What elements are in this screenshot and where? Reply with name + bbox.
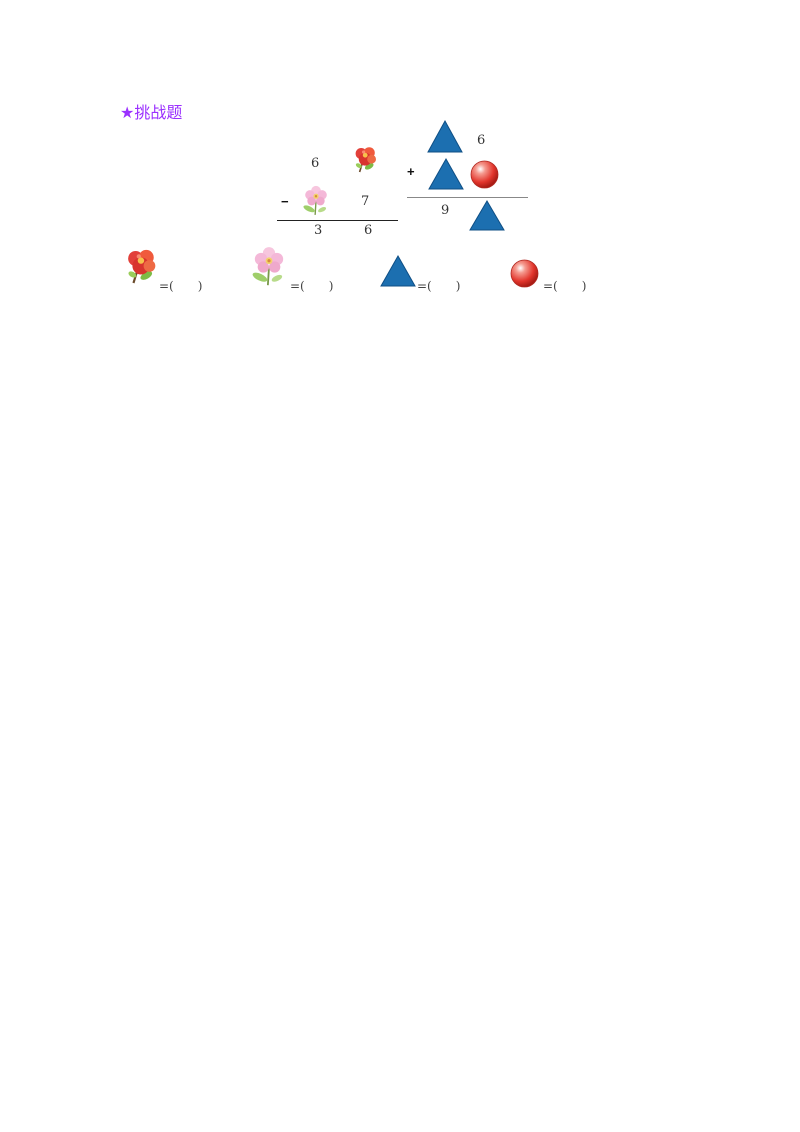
triangle-icon [380,254,416,287]
pink-flower-answer-blank[interactable]: =( ) [290,279,334,293]
sub-result-ones-digit: 6 [364,223,373,238]
triangle-icon [427,119,463,153]
sub-bottom-ones-digit: 7 [361,194,370,209]
challenge-heading: ★挑战题 [120,103,183,122]
add-result-tens-digit: 9 [441,203,450,218]
red-flower-answer-blank[interactable]: =( ) [159,279,203,293]
red-flower-icon [126,247,158,287]
pink-flower-icon [303,185,329,217]
red-flower-icon [354,145,378,175]
ball-answer-blank[interactable]: =( ) [543,279,587,293]
add-result-line [407,197,528,198]
pink-flower-icon [252,246,286,288]
triangle-icon [428,157,464,190]
sub-result-tens-digit: 3 [314,223,323,238]
ball-icon [510,259,539,288]
sub-result-line [277,220,398,222]
triangle-icon [469,200,505,231]
add-top-ones-digit: 6 [477,133,486,148]
triangle-answer-blank[interactable]: =( ) [417,279,461,293]
sub-top-tens-digit: 6 [311,156,320,171]
ball-icon [470,160,499,189]
minus-sign: − [281,194,289,209]
plus-sign: + [407,164,415,179]
